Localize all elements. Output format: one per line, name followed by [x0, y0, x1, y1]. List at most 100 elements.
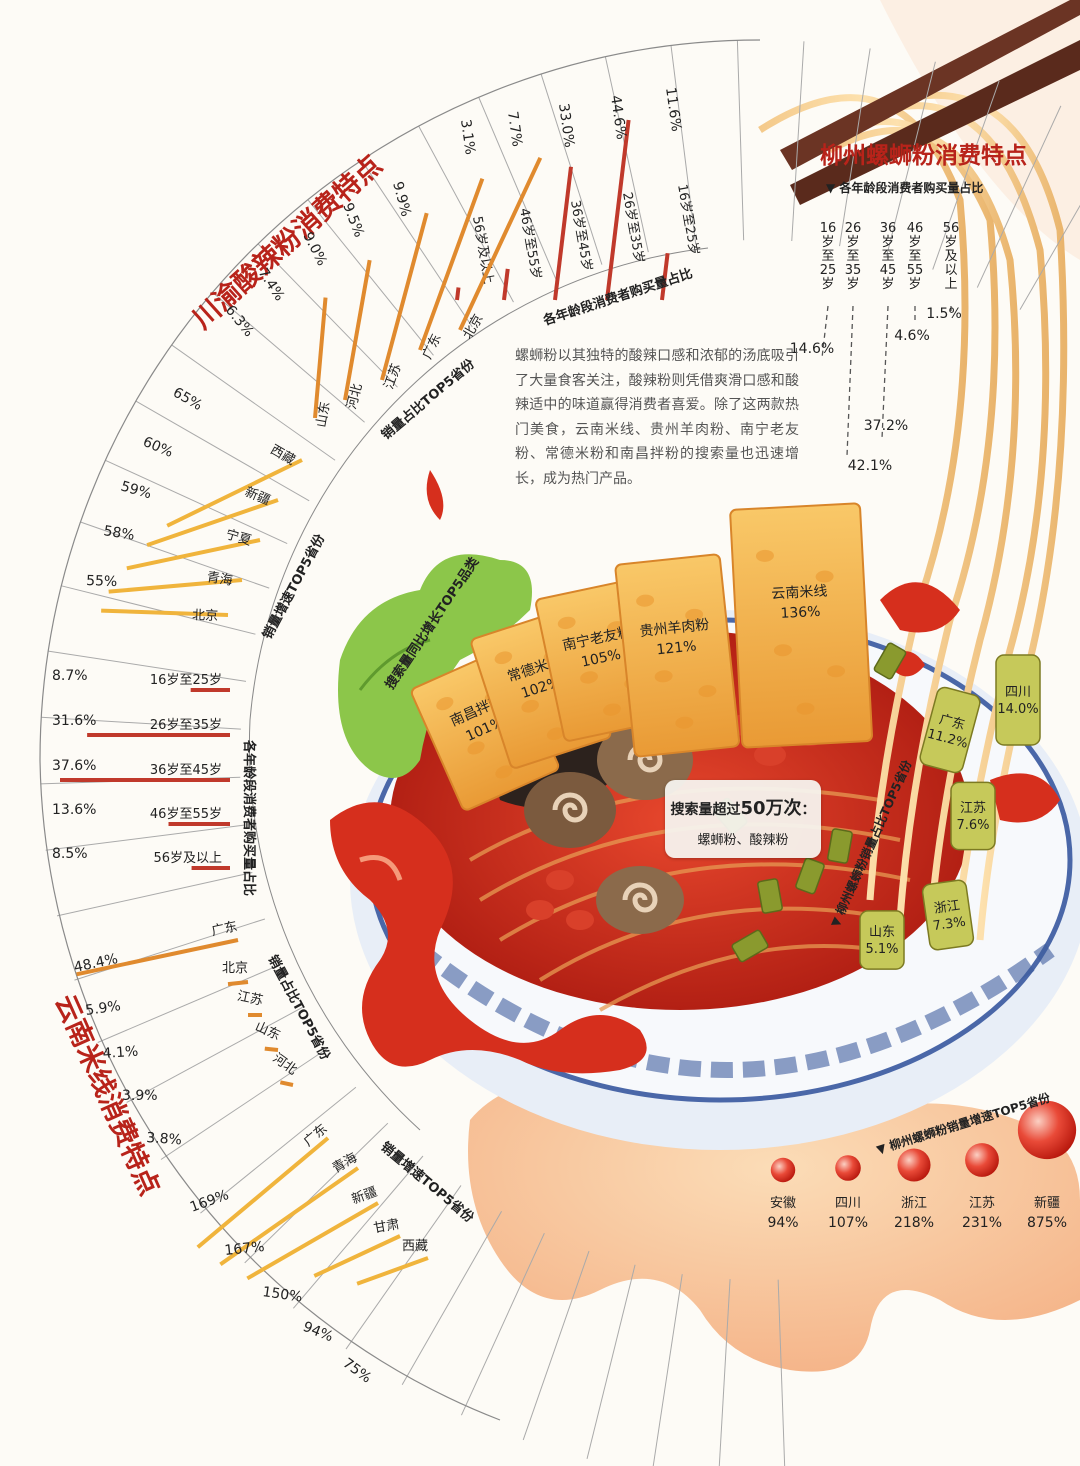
chart-title: ▼ 各年龄段消费者购买量占比	[826, 180, 983, 195]
category-label: 河北	[344, 382, 365, 411]
value-label: 875%	[1027, 1215, 1067, 1231]
bar	[101, 608, 229, 617]
bar	[455, 287, 461, 301]
fan-ray	[586, 1264, 636, 1460]
value-label: 136%	[780, 604, 821, 622]
fan-ray	[48, 650, 247, 682]
category-label: 46岁至55岁	[516, 207, 543, 281]
bar	[458, 156, 543, 331]
fan-ray	[292, 1155, 424, 1309]
category-label: 西藏	[402, 1239, 428, 1254]
value-label: 8.5%	[52, 846, 88, 862]
fan-ray	[460, 1232, 545, 1416]
value-label: 4.1%	[102, 1044, 139, 1062]
chart-title: 销量增速TOP5省份	[259, 531, 328, 642]
fan-ray	[61, 585, 256, 635]
value-label: 13.6%	[52, 802, 96, 818]
category-label: 北京	[192, 608, 219, 624]
fan-ray	[886, 61, 936, 256]
fan-ray	[976, 105, 1062, 288]
value-label: 31.6%	[52, 713, 96, 729]
value-label: 9.9%	[389, 180, 414, 219]
value-label: 5.9%	[84, 998, 121, 1019]
bar	[219, 1166, 360, 1266]
bar	[279, 1080, 294, 1087]
fan-ray	[105, 459, 288, 544]
fan-ray	[200, 1086, 357, 1214]
bar: 江苏7.6%	[950, 781, 996, 851]
fan-ray	[244, 1122, 389, 1264]
category-label: 56岁及以上	[469, 215, 496, 285]
category-label: 16岁至25岁	[150, 673, 222, 688]
chuanyu-section-title: 川渝酸辣粉消费特点	[186, 149, 388, 335]
bar	[313, 1234, 401, 1278]
category-label: 青海	[206, 570, 234, 589]
category-label: 贵州羊肉粉	[639, 617, 710, 640]
value-label: 65%	[170, 385, 205, 414]
tofu-hole	[796, 702, 815, 715]
fan-ray	[212, 292, 365, 423]
category-label: 宁夏	[224, 526, 253, 549]
value-label: 7.6%	[956, 818, 989, 833]
category-label: 甘肃	[372, 1217, 400, 1236]
value-label: 11.6%	[662, 86, 684, 132]
tofu-hole	[755, 549, 774, 562]
fan-ray	[307, 199, 434, 356]
search-prefix: 搜索量超过	[670, 802, 741, 818]
category-label: 江苏	[969, 1195, 995, 1211]
fan-ray	[418, 125, 514, 303]
category-label: 56岁及以上	[153, 851, 222, 866]
bar	[196, 1136, 330, 1249]
tofu-hole	[495, 765, 513, 779]
value-label: 5.1%	[865, 942, 898, 957]
category-label: 浙江	[933, 898, 961, 916]
bar	[166, 458, 303, 528]
value-label: 3.9%	[122, 1088, 158, 1104]
tofu-card	[729, 502, 873, 749]
fan-inner-arc	[248, 247, 709, 1131]
bar	[846, 305, 854, 457]
value-label: 9.0%	[299, 230, 329, 269]
value-label: 7.7%	[504, 110, 525, 147]
tofu-hole	[546, 727, 565, 741]
value-label: 8.7%	[52, 668, 88, 684]
fan-ray	[135, 400, 310, 502]
bar	[897, 1148, 931, 1182]
chuanyu-province-chart: 9.9%北京9.5%广东9.0%江苏7.4%河北6.3%山东销量占比TOP5省份	[222, 156, 543, 443]
value-label: 218%	[894, 1215, 934, 1231]
value-label: 169%	[188, 1187, 231, 1216]
bar	[502, 268, 510, 301]
bar	[356, 1256, 429, 1286]
tofu-hole	[494, 651, 513, 665]
value-label: 6.3%	[222, 302, 257, 340]
chart-title: 各年龄段消费者购买量占比	[241, 739, 257, 896]
value-label: 121%	[656, 638, 697, 658]
value-label: 4.6%	[894, 328, 930, 344]
fan-ray	[777, 1279, 786, 1466]
bar	[227, 980, 249, 987]
fan-ray	[56, 872, 253, 917]
category-label: 四川	[835, 1196, 861, 1211]
value-label: 37.2%	[864, 418, 908, 434]
tofu-hole	[636, 594, 655, 607]
bar	[770, 1157, 796, 1183]
bamboo-tube	[950, 781, 996, 851]
value-label: 33.0%	[555, 102, 577, 148]
bar	[343, 259, 372, 401]
category-label: 广东	[937, 712, 966, 733]
tofu-hole	[603, 703, 621, 716]
search-volume-callout: 搜索量超过50万次： 螺蛳粉、酸辣粉	[665, 780, 821, 858]
bar	[108, 578, 243, 594]
tofu-hole	[827, 665, 846, 678]
fan-ray	[604, 56, 649, 253]
value-label: 37.6%	[52, 758, 96, 774]
fan-ray	[1019, 204, 1080, 310]
bar	[246, 1201, 380, 1281]
value-label: 14.6%	[790, 341, 834, 357]
value-label: 9.5%	[339, 201, 367, 240]
